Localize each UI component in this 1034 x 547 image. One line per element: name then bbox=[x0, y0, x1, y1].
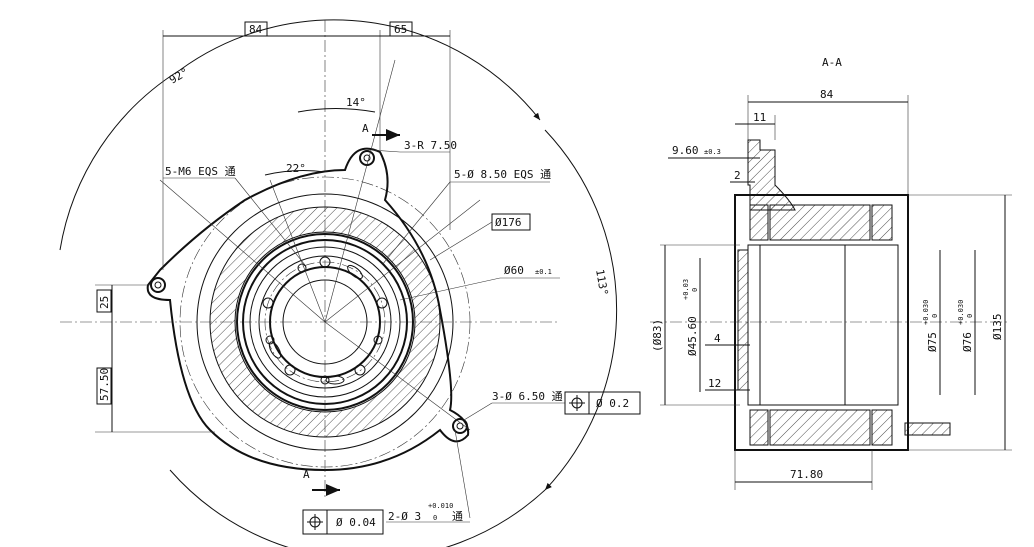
bearing-top-right bbox=[871, 204, 893, 241]
bolt-hole bbox=[284, 364, 296, 376]
dim-box-65 bbox=[389, 21, 413, 37]
section-hatch-bottom bbox=[769, 409, 871, 446]
bolt-hole bbox=[262, 297, 274, 309]
flange-outline bbox=[146, 147, 470, 472]
angle-14-label: 14° bbox=[346, 96, 366, 109]
section-dim-4: 4 bbox=[714, 332, 721, 345]
bearing-bottom-right bbox=[871, 409, 893, 446]
section-dim-45-60-tol-up: +0.03 bbox=[682, 279, 690, 300]
dia-60-tol-label: ±0.1 bbox=[535, 268, 552, 276]
bolt-hole bbox=[373, 335, 383, 345]
dim-box-57 bbox=[96, 367, 112, 405]
slot-hole bbox=[347, 264, 363, 280]
section-mark-bottom: A bbox=[303, 468, 310, 481]
section-view: A-A 84 11 9.60 ±0.3 2 bbox=[650, 56, 1012, 490]
hub-left bbox=[737, 249, 749, 391]
leader-pin bbox=[454, 429, 471, 519]
bolt-hole bbox=[376, 297, 388, 309]
tol-frame-1 bbox=[564, 391, 641, 415]
section-dim-83: (Ø83) bbox=[651, 319, 664, 352]
center-line-diag-1 bbox=[159, 179, 326, 323]
front-view: 84 65 92° 14° 22° 113° A A 3-R 7.50 5-M6… bbox=[59, 19, 641, 547]
center-line-diag-5 bbox=[324, 321, 471, 431]
hole-note-label: 5-Ø 8.50 EQS 通 bbox=[454, 168, 551, 181]
cable bbox=[904, 422, 951, 436]
leader-60 bbox=[399, 277, 501, 301]
pin-tol-label: +0.010 bbox=[428, 502, 453, 510]
pin-tol-low-label: 0 bbox=[433, 514, 437, 522]
section-dim-2: 2 bbox=[734, 169, 741, 182]
hole-650-label: 3-Ø 6.50 通 bbox=[492, 390, 563, 403]
dim-57-label: 57.50 bbox=[98, 368, 111, 401]
dim-84-label: 84 bbox=[249, 23, 263, 36]
dia-60-label: Ø60 bbox=[504, 264, 524, 277]
section-dim-45-60: Ø45.60 bbox=[686, 316, 699, 356]
angle-14-arc bbox=[297, 108, 376, 113]
leader-m6 bbox=[234, 177, 306, 266]
section-dim-9-60-tol: ±0.3 bbox=[704, 148, 721, 156]
tol-frame-2 bbox=[302, 509, 384, 535]
section-dim-135: Ø135 bbox=[991, 314, 1004, 341]
section-flange bbox=[747, 139, 796, 211]
r-note-label: 3-R 7.50 bbox=[404, 139, 457, 152]
dim-25-label: 25 bbox=[98, 296, 111, 309]
section-dim-76-tol-low: 0 bbox=[966, 314, 974, 318]
dim-65-label: 65 bbox=[394, 23, 407, 36]
leader-r bbox=[371, 149, 401, 153]
slot-hole bbox=[325, 375, 345, 385]
lobe-hole-bottom-inner bbox=[456, 422, 464, 430]
lobe-hole-left bbox=[150, 277, 166, 293]
bolt-hole bbox=[265, 335, 275, 345]
section-dim-75-tol-low: 0 bbox=[931, 314, 939, 318]
tol-frame-2-value: Ø 0.04 bbox=[336, 516, 376, 529]
section-dim-84: 84 bbox=[820, 88, 834, 101]
bearing-top-left bbox=[749, 204, 769, 241]
section-hatch-top bbox=[769, 204, 871, 241]
section-mark-top: A bbox=[362, 122, 369, 135]
leader-650 bbox=[463, 402, 493, 421]
outer-dimension-arc-left bbox=[179, 19, 541, 121]
section-dim-76-tol-up: +0.030 bbox=[957, 300, 965, 325]
section-dim-75: Ø75 bbox=[926, 332, 939, 352]
lobe-hole-bottom bbox=[452, 418, 468, 434]
pin-through-label: 通 bbox=[452, 510, 463, 523]
lobe-hole-left-inner bbox=[154, 281, 162, 289]
section-dim-75-tol-up: +0.030 bbox=[922, 300, 930, 325]
leader-176 bbox=[429, 221, 493, 261]
outer-dimension-arc-bottom bbox=[169, 469, 546, 547]
angle-92-label: 92° bbox=[167, 65, 191, 86]
bearing-bottom-left bbox=[749, 409, 769, 446]
slot-hole bbox=[268, 341, 282, 359]
dim-box-84 bbox=[244, 21, 268, 37]
bolt-hole bbox=[297, 263, 307, 273]
angle-113-label: 113° bbox=[593, 268, 610, 296]
m6-note-label: 5-M6 EQS 通 bbox=[165, 165, 236, 178]
leader-hole bbox=[381, 181, 451, 266]
section-dim-45-60-tol-low: 0 bbox=[691, 288, 699, 292]
dia-176-label: Ø176 bbox=[495, 216, 522, 229]
angle-22-label: 22° bbox=[286, 162, 306, 175]
inner-bore bbox=[747, 244, 899, 406]
tol-frame-1-value: Ø 0.2 bbox=[596, 397, 629, 410]
center-line-diag-3 bbox=[269, 179, 326, 323]
section-dim-76: Ø76 bbox=[961, 332, 974, 352]
lobe-hole-top-inner bbox=[363, 154, 371, 162]
pin-note-label: 2-Ø 3 bbox=[388, 510, 421, 523]
outer-dimension-arc bbox=[59, 69, 181, 251]
section-dim-71-80: 71.80 bbox=[790, 468, 823, 481]
center-line-diag-2 bbox=[324, 59, 396, 323]
section-dim-12: 12 bbox=[708, 377, 721, 390]
section-title: A-A bbox=[822, 56, 842, 69]
lobe-hole-top bbox=[359, 150, 375, 166]
center-line-diag-4 bbox=[324, 199, 481, 323]
bolt-hole bbox=[354, 364, 366, 376]
section-body-outline bbox=[734, 194, 909, 451]
dim-box-25 bbox=[96, 289, 112, 313]
section-dim-9-60: 9.60 bbox=[672, 144, 699, 157]
outer-dimension-arc-right bbox=[544, 129, 618, 491]
angle-22-arc bbox=[264, 170, 326, 176]
section-dim-11: 11 bbox=[753, 111, 766, 124]
